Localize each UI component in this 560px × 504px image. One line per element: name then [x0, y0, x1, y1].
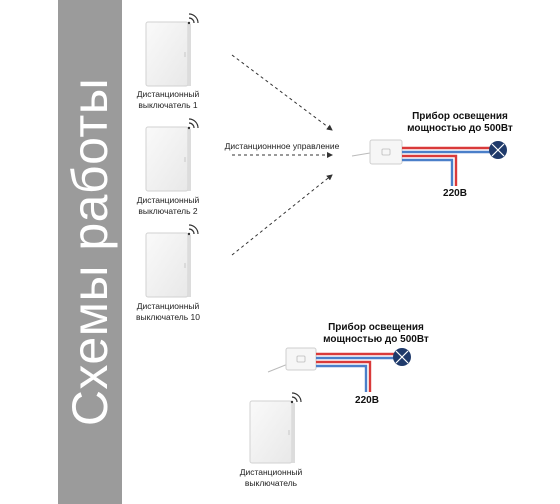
switch-single-label: Дистанционный выключатель	[229, 467, 313, 489]
switch-1-label: Дистанционный выключатель 1	[126, 89, 210, 111]
wifi-signal-icon	[290, 392, 302, 404]
lamp-icon	[393, 348, 411, 366]
side-band	[58, 0, 122, 504]
switch-10-label-line2: выключатель 10	[135, 312, 200, 322]
switch-2-label: Дистанционный выключатель 2	[126, 195, 210, 217]
wifi-signal-icon	[187, 13, 199, 25]
light-label-2-line2: мощностью до 500Вт	[323, 334, 429, 345]
receiver-relay-icon	[351, 139, 403, 165]
switch-2-label-line2: выключатель 2	[138, 206, 198, 216]
switch-10	[145, 232, 191, 298]
wifi-signal-icon	[187, 224, 199, 236]
lamp-icon	[489, 141, 507, 159]
wifi-signal-icon	[187, 118, 199, 130]
switch-10-label: Дистанционный выключатель 10	[126, 301, 210, 323]
light-label-1-line2: мощностью до 500Вт	[407, 123, 513, 134]
switch-single-label-line2: выключатель	[244, 478, 298, 488]
switch-single-label-line1: Дистанционный	[239, 467, 303, 477]
switch-2-label-line1: Дистанционный	[136, 195, 200, 205]
wires-2	[316, 352, 394, 392]
signal-arrows	[231, 54, 333, 256]
voltage-label-2: 220В	[355, 395, 379, 406]
light-label-1-line1: Прибор освещения	[412, 111, 508, 122]
receiver-relay-icon	[267, 347, 317, 373]
light-label-2-line1: Прибор освещения	[328, 322, 424, 333]
light-label-2: Прибор освещения мощностью до 500Вт	[316, 322, 436, 346]
light-label-1: Прибор освещения мощностью до 500Вт	[400, 111, 520, 135]
wires-1	[402, 146, 490, 186]
switch-10-label-line1: Дистанционный	[136, 301, 200, 311]
switch-single	[249, 400, 295, 464]
voltage-label-1: 220В	[443, 188, 467, 199]
switch-2	[145, 126, 191, 192]
remote-control-label: Дистанционнное управление	[224, 141, 340, 151]
switch-1-label-line2: выключатель 1	[138, 100, 198, 110]
switch-1	[145, 21, 191, 87]
switch-1-label-line1: Дистанционный	[136, 89, 200, 99]
